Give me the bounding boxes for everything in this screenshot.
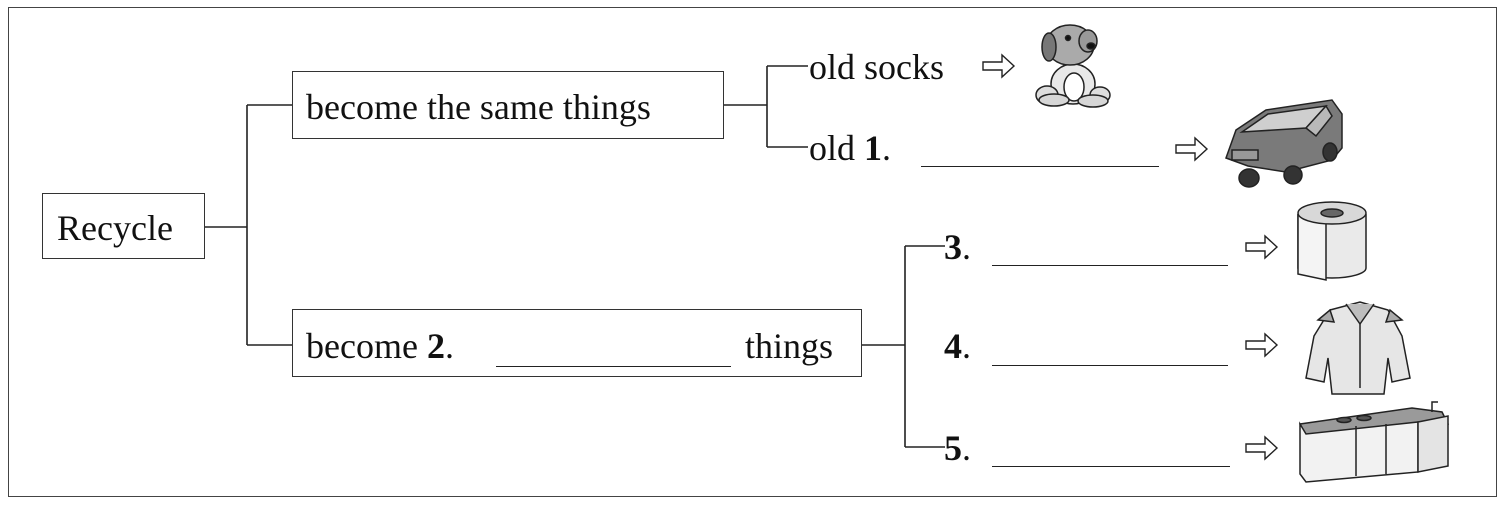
hollow-right-arrow-icon bbox=[1245, 332, 1279, 358]
hollow-right-arrow-icon bbox=[1245, 234, 1279, 260]
toilet-paper-roll-icon bbox=[1297, 201, 1367, 281]
kitchen-counter-icon bbox=[1299, 401, 1450, 483]
blank-number: 2 bbox=[426, 326, 445, 366]
answer-blank-1[interactable] bbox=[921, 166, 1159, 167]
answer-blank-4[interactable] bbox=[992, 365, 1228, 366]
diagram-frame bbox=[8, 7, 1497, 497]
blank-number: 3 bbox=[944, 227, 962, 267]
blank-number-suffix: . bbox=[962, 428, 971, 468]
hollow-right-arrow-icon bbox=[1175, 136, 1209, 162]
blank-number-suffix: . bbox=[882, 128, 892, 168]
branch-same-label: become the same things bbox=[306, 87, 651, 127]
item-blank-3-label: 3. bbox=[944, 229, 971, 265]
car-icon bbox=[1225, 99, 1343, 188]
branch-other-after: things bbox=[745, 326, 834, 366]
blank-number-suffix: . bbox=[962, 326, 971, 366]
blank-number: 5 bbox=[944, 428, 962, 468]
blank-number-suffix: . bbox=[444, 326, 454, 366]
branch-other-label: become 2. bbox=[306, 328, 454, 364]
root-node-box bbox=[42, 193, 205, 259]
hollow-right-arrow-icon bbox=[1245, 435, 1279, 461]
branch-other-prefix: become bbox=[306, 326, 418, 366]
teddy-dog-toy-icon bbox=[1035, 24, 1111, 108]
branch-same-box bbox=[292, 71, 724, 139]
item-blank-4-label: 4. bbox=[944, 328, 971, 364]
blank-number: 4 bbox=[944, 326, 962, 366]
item-old-blank-1: old 1. bbox=[809, 130, 891, 166]
answer-blank-2[interactable] bbox=[496, 366, 731, 367]
root-label: Recycle bbox=[57, 208, 173, 248]
hollow-right-arrow-icon bbox=[982, 53, 1016, 79]
item-blank-5-label: 5. bbox=[944, 430, 971, 466]
item-old-socks: old socks bbox=[809, 47, 944, 87]
blank-number: 1 bbox=[864, 128, 883, 168]
blank-number-suffix: . bbox=[962, 227, 971, 267]
answer-blank-3[interactable] bbox=[992, 265, 1228, 266]
branch-other-box bbox=[292, 309, 862, 377]
jacket-icon bbox=[1305, 301, 1411, 395]
item-prefix: old bbox=[809, 128, 856, 168]
answer-blank-5[interactable] bbox=[992, 466, 1230, 467]
